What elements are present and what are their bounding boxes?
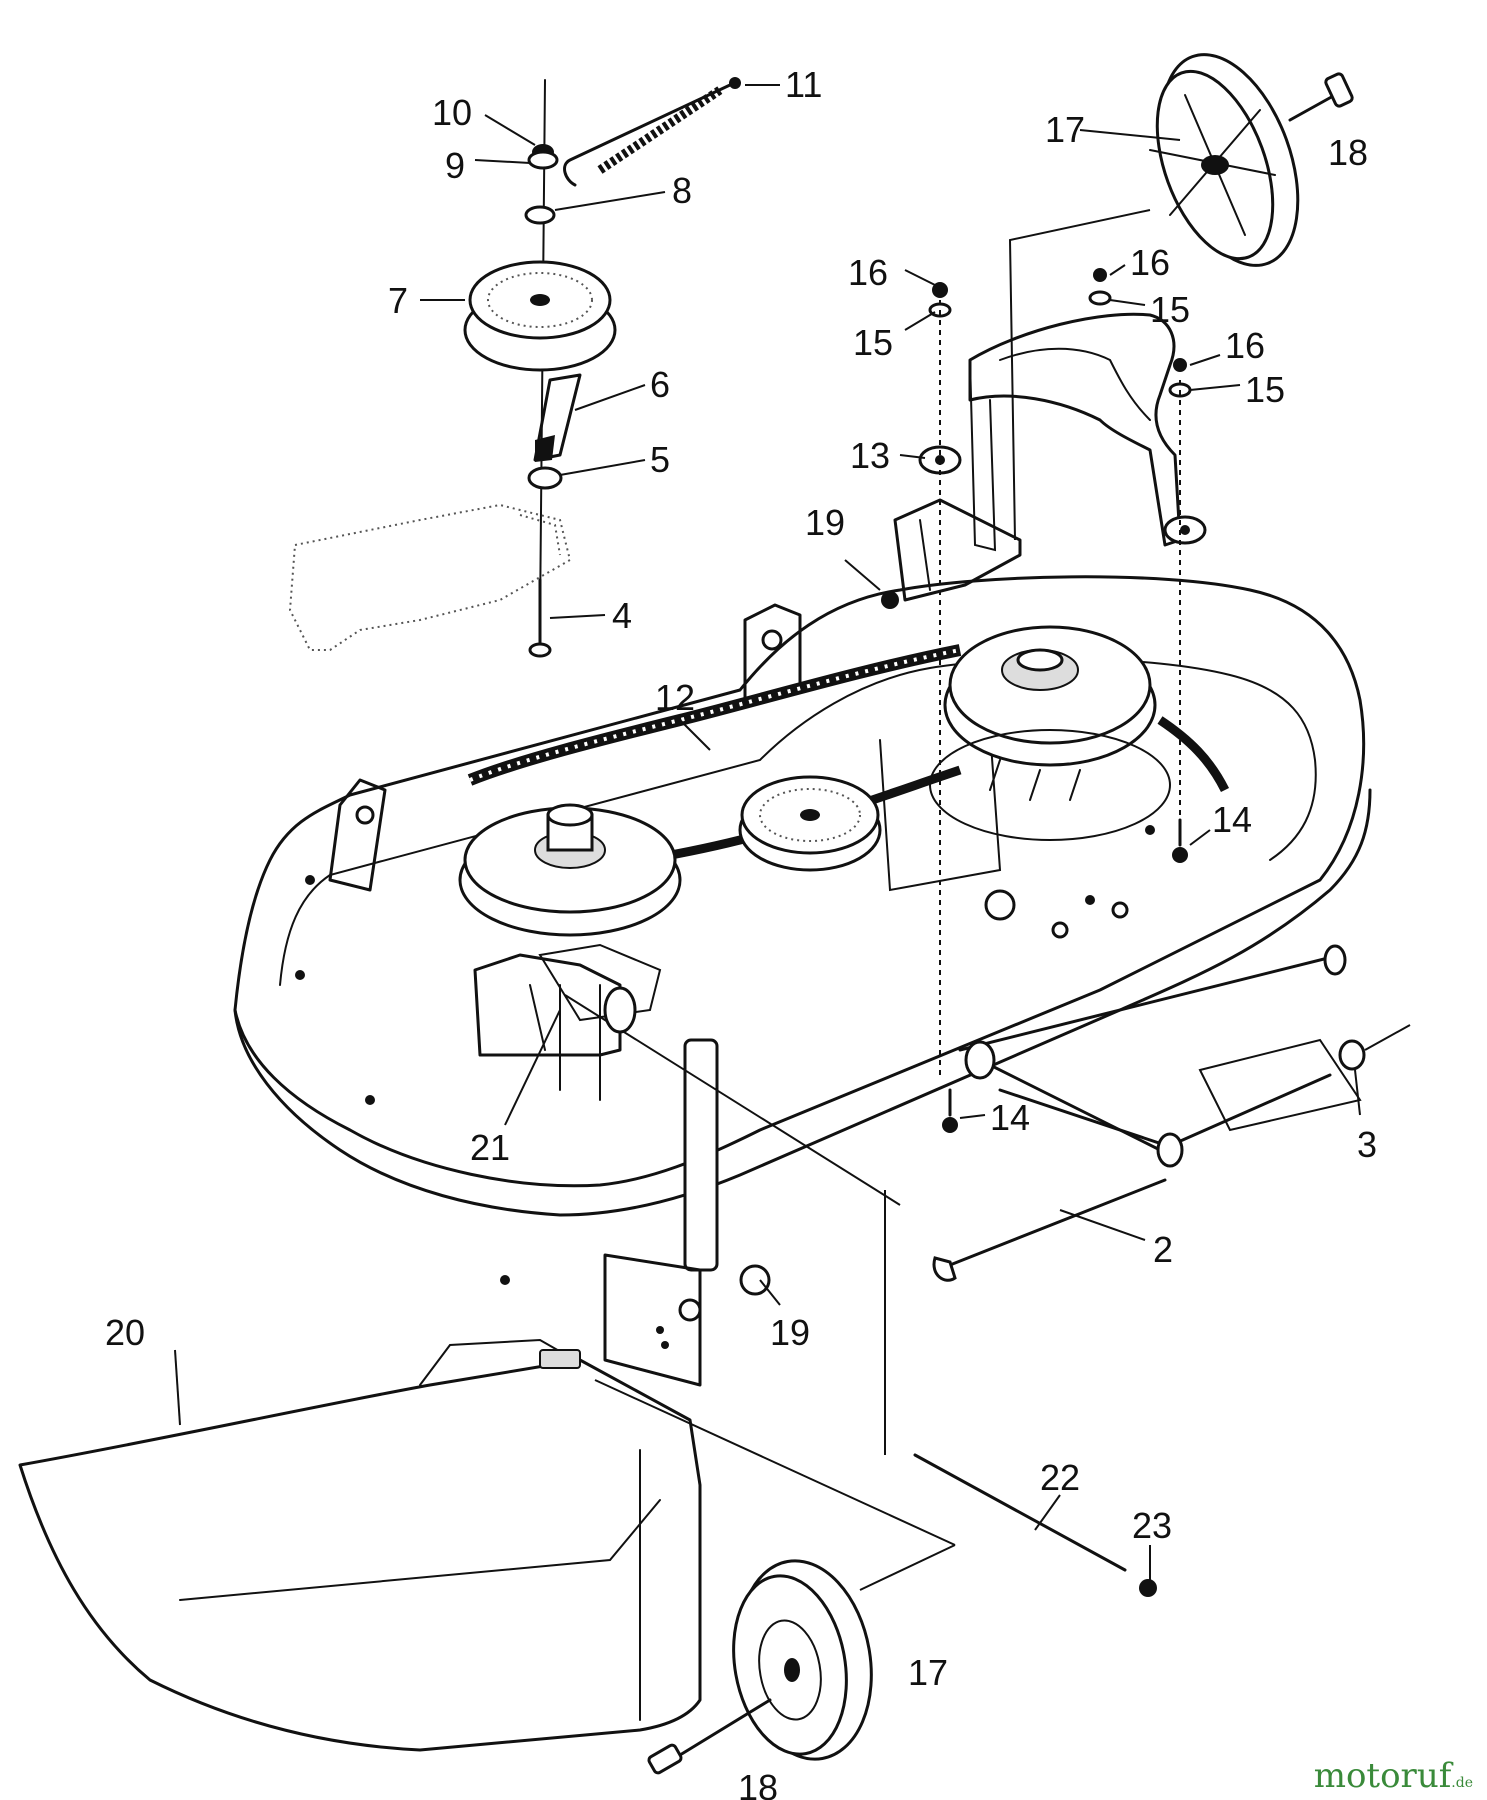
mower-deck-shell: [233, 575, 1372, 1285]
watermark-logo: motoruf.de: [1314, 1756, 1473, 1796]
deck-idler-pulley: [738, 775, 882, 872]
callout-4: 4: [612, 595, 632, 636]
callout-12: 12: [655, 677, 695, 718]
deck-hanger-assembly: [932, 944, 1411, 1282]
callout-13: 13: [850, 435, 890, 476]
discharge-chute: [18, 1338, 956, 1752]
callout-15-right: 15: [1245, 369, 1285, 410]
callout-8: 8: [672, 170, 692, 211]
spindle-housing-21: [473, 953, 637, 1057]
leader-lines: [174, 84, 1361, 1580]
callout-23: 23: [1132, 1505, 1172, 1546]
callout-7: 7: [388, 280, 408, 321]
callout-labels: 10 11 9 8 7 6 5 4 12 13 19 17 18 16 15 1…: [105, 64, 1377, 1800]
callout-16-right: 16: [1225, 325, 1265, 366]
callout-19-top: 19: [805, 502, 845, 543]
callout-16-mid: 16: [1130, 242, 1170, 283]
pin-22-nut-23: [884, 1190, 1157, 1597]
callout-20: 20: [105, 1312, 145, 1353]
deck-support-bracket: [881, 498, 1022, 609]
callout-3: 3: [1357, 1124, 1377, 1165]
callout-19-bottom: 19: [770, 1312, 810, 1353]
callout-18-top: 18: [1328, 132, 1368, 173]
watermark-brand: motoruf: [1313, 1756, 1452, 1796]
front-mounting-post: [564, 994, 901, 1387]
hardware-nuts-washers: [928, 268, 1192, 1080]
idler-pulley-exploded: [288, 77, 741, 658]
callout-16-left: 16: [848, 252, 888, 293]
watermark-suffix: .de: [1451, 1775, 1473, 1791]
callout-17-top: 17: [1045, 109, 1085, 150]
left-spindle-pulley: [458, 803, 682, 937]
callout-14-lower: 14: [990, 1097, 1030, 1138]
right-spindle-pulley: [929, 625, 1171, 841]
belt-guard-cover: [918, 312, 1207, 552]
callout-17-bottom: 17: [908, 1652, 948, 1693]
callout-15-left: 15: [853, 322, 893, 363]
wheel-bolt-top: [1288, 72, 1354, 122]
callout-15-mid: 15: [1150, 289, 1190, 330]
callout-10: 10: [432, 92, 472, 133]
callout-14-upper: 14: [1212, 799, 1252, 840]
callout-6: 6: [650, 364, 670, 405]
front-gauge-wheel: [647, 1544, 956, 1775]
rear-gauge-wheel: [1008, 53, 1300, 541]
callout-22: 22: [1040, 1457, 1080, 1498]
callout-5: 5: [650, 439, 670, 480]
bolts-14: [942, 818, 1188, 1133]
callout-11: 11: [785, 64, 822, 105]
callout-9: 9: [445, 145, 465, 186]
callout-18-bottom: 18: [738, 1767, 778, 1800]
callout-21: 21: [470, 1127, 510, 1168]
callout-2: 2: [1153, 1229, 1173, 1270]
